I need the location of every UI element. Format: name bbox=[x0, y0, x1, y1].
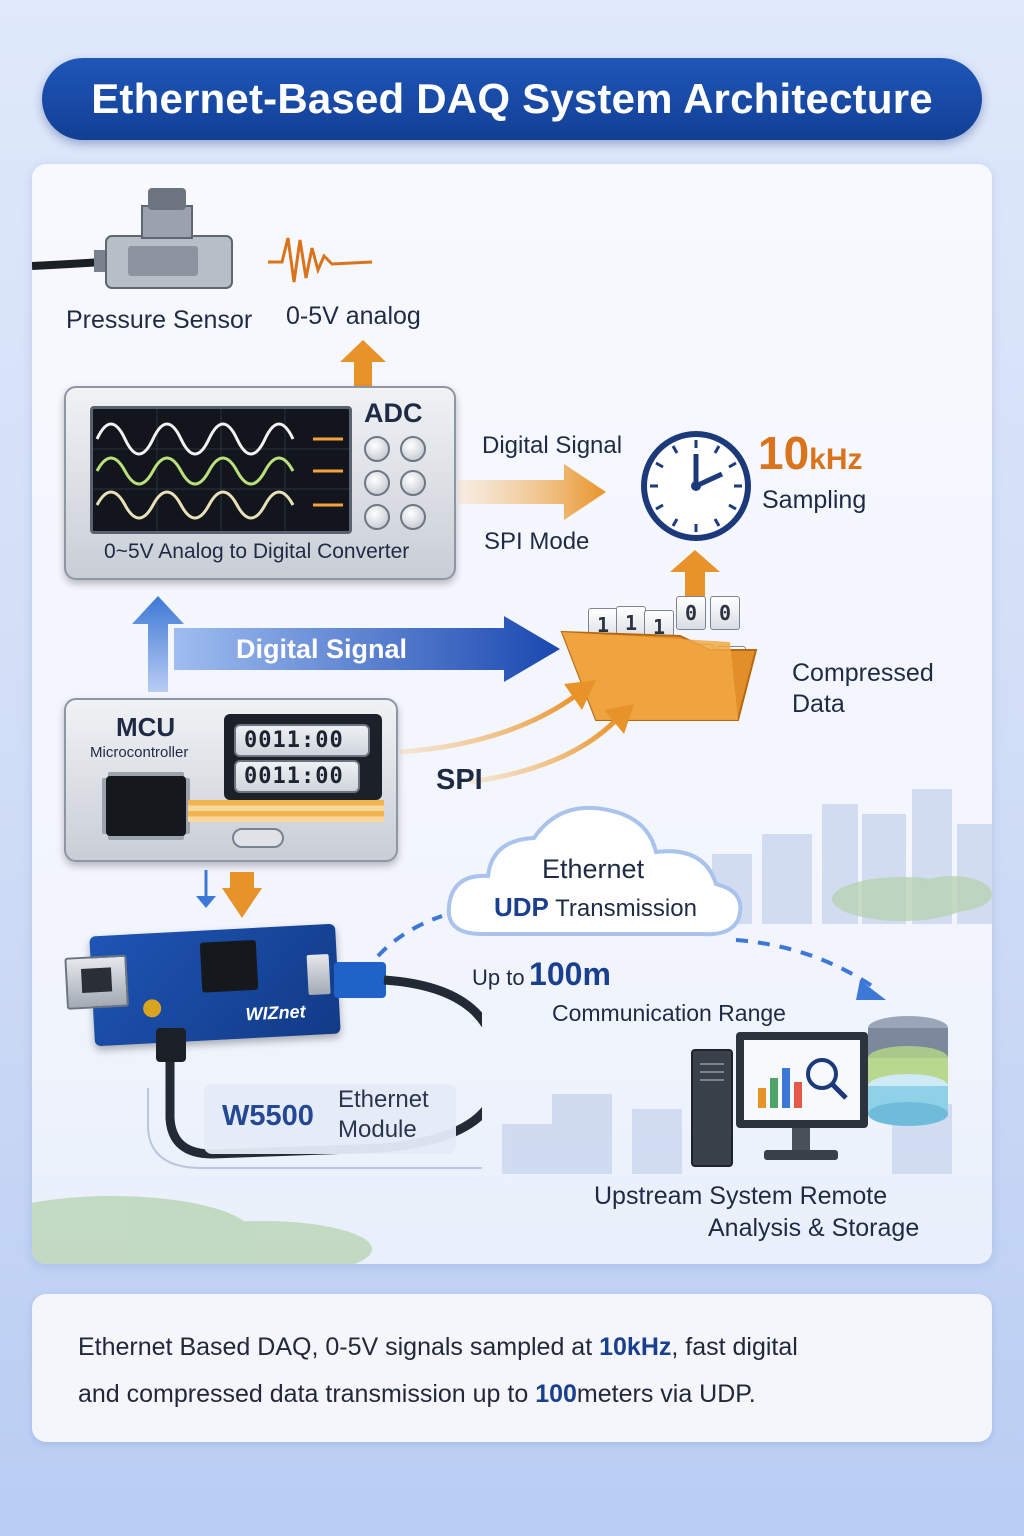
range-value: 100m bbox=[529, 956, 611, 992]
summary-highlight: 100 bbox=[535, 1380, 577, 1408]
transmission-label: Transmission bbox=[555, 895, 697, 922]
range-prefix: Up to bbox=[472, 965, 525, 990]
pressure-sensor-icon bbox=[32, 188, 373, 289]
up-arrow-icon bbox=[670, 550, 720, 598]
mcu-chip-icon bbox=[106, 776, 186, 836]
range-label: Communication Range bbox=[552, 1000, 786, 1026]
module-model: W5500 bbox=[222, 1100, 314, 1132]
module-line1: Ethernet bbox=[338, 1086, 429, 1113]
summary-box: Ethernet Based DAQ, 0-5V signals sampled… bbox=[32, 1294, 992, 1442]
module-label-box: W5500 Ethernet Module bbox=[204, 1084, 456, 1154]
mcu-link-label: Digital Signal bbox=[236, 634, 408, 664]
ethernet-cable-icon bbox=[147, 962, 482, 1169]
right-arrow-icon bbox=[174, 616, 560, 682]
range-value-label: Up to 100m bbox=[472, 956, 611, 993]
sampling-label: Sampling bbox=[762, 486, 867, 514]
udp-label: UDP bbox=[494, 892, 549, 922]
adc-device: ADC 0~5V Analog to Digital Converter bbox=[64, 386, 456, 580]
right-arrow-icon bbox=[458, 464, 606, 520]
adc-knob bbox=[364, 470, 390, 496]
adc-knob bbox=[400, 504, 426, 530]
summary-text: , fast digital bbox=[671, 1333, 798, 1361]
ethernet-port-icon bbox=[64, 954, 130, 1010]
up-arrow-icon bbox=[340, 340, 386, 386]
module-line2: Module bbox=[338, 1116, 417, 1143]
spi-arrows-icon bbox=[400, 680, 634, 785]
cloud-icon bbox=[446, 805, 743, 937]
signal-traces bbox=[188, 800, 384, 822]
mcu-display: 0011:00 bbox=[234, 724, 370, 757]
summary-line2: and compressed data transmission up to 1… bbox=[78, 1371, 946, 1418]
sampling-rate: 10kHz bbox=[758, 426, 863, 480]
udp-transmission-label: UDP Transmission bbox=[494, 892, 697, 923]
compressed-line2: Data bbox=[792, 690, 845, 718]
computer-icon bbox=[691, 1032, 868, 1167]
ethernet-label: Ethernet bbox=[542, 854, 645, 884]
adc-link-top-label: Digital Signal bbox=[482, 432, 623, 459]
summary-text: and compressed data transmission up to bbox=[78, 1380, 536, 1408]
upstream-line1: Upstream System Remote bbox=[594, 1182, 888, 1210]
sampling-value: 10 bbox=[758, 427, 810, 479]
oscilloscope-screen bbox=[90, 406, 352, 534]
sensor-output-label: 0-5V analog bbox=[286, 302, 421, 330]
down-arrow-icon bbox=[196, 870, 262, 918]
summary-line1: Ethernet Based DAQ, 0-5V signals sampled… bbox=[78, 1324, 946, 1371]
adc-knob bbox=[400, 436, 426, 462]
upstream-line2: Analysis & Storage bbox=[708, 1214, 920, 1242]
adc-knob bbox=[400, 470, 426, 496]
mcu-display: 0011:00 bbox=[234, 760, 360, 793]
mcu-sublabel: Microcontroller bbox=[90, 744, 189, 761]
summary-highlight: 10kHz bbox=[599, 1333, 672, 1361]
clock-icon bbox=[641, 431, 751, 541]
pressure-sensor-label: Pressure Sensor bbox=[66, 306, 253, 334]
adc-link-bottom-label: SPI Mode bbox=[484, 528, 590, 555]
summary-text: Ethernet Based DAQ, 0-5V signals sampled… bbox=[78, 1333, 600, 1361]
spi-label: SPI bbox=[436, 764, 483, 796]
summary-text: meters via UDP. bbox=[576, 1380, 756, 1408]
diagram-panel: Pressure Sensor 0-5V analog ADC 0~5V A bbox=[32, 164, 992, 1264]
mcu-button bbox=[232, 828, 284, 848]
binary-digit: 0 bbox=[710, 596, 740, 630]
up-arrow-icon bbox=[132, 596, 184, 692]
mcu-device: MCU Microcontroller 0011:00 0011:00 bbox=[64, 698, 398, 862]
adc-caption: 0~5V Analog to Digital Converter bbox=[104, 540, 410, 563]
dashed-link-icon bbox=[376, 914, 886, 1000]
adc-knob bbox=[364, 436, 390, 462]
page-title: Ethernet-Based DAQ System Architecture bbox=[42, 58, 982, 140]
adc-knob bbox=[364, 504, 390, 530]
sampling-unit: kHz bbox=[809, 443, 863, 476]
compressed-data-label: Compressed Data bbox=[792, 658, 934, 720]
city-skyline-illustration bbox=[32, 789, 992, 1264]
database-icon bbox=[868, 1016, 948, 1126]
adc-label: ADC bbox=[364, 398, 423, 428]
compressed-line1: Compressed bbox=[792, 659, 934, 687]
binary-digit: 0 bbox=[676, 596, 706, 630]
mcu-label: MCU bbox=[116, 712, 176, 742]
compressed-data-folder: 1 1 1 0 0 1 0 bbox=[560, 592, 780, 722]
